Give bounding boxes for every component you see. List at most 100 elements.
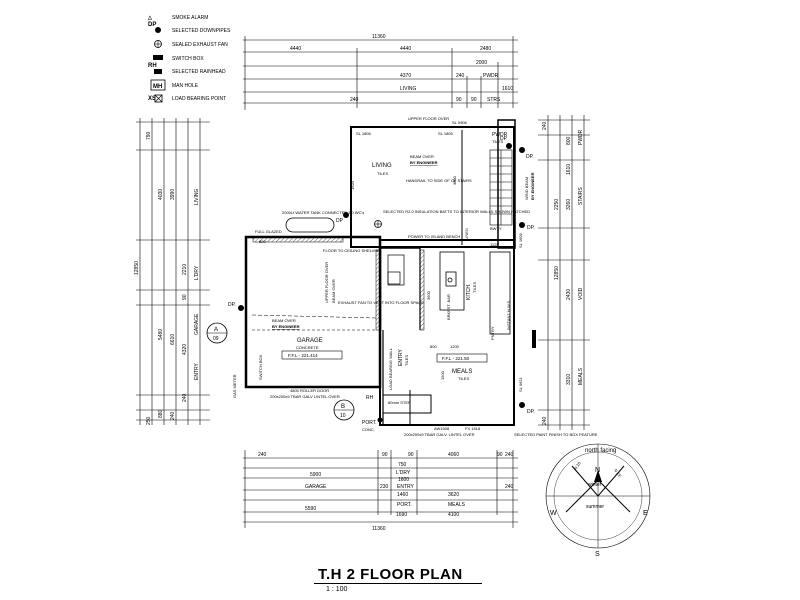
dim-text: 90 [408, 452, 414, 458]
note-text: FULL GLAZED [255, 229, 282, 234]
dim-text: 230 [380, 484, 389, 490]
dim-text: 240 [258, 452, 267, 458]
room-meals-label: MEALS [452, 369, 472, 375]
compass-e: E [643, 510, 648, 517]
dim-text: 4370 [400, 73, 411, 79]
beam-line [251, 314, 377, 319]
note-text: SL 0621 [518, 376, 523, 392]
dim-text: 800 [566, 136, 572, 145]
dim-text: 240 [350, 97, 359, 103]
note-text: 800 [430, 344, 437, 349]
note-text: LOAD BEARING WALL [388, 347, 393, 390]
note-text: SELECTED R2.0 INSULATION BATTS TO INTERI… [383, 209, 530, 214]
legend-sym-dp: DP [148, 22, 156, 28]
note-text: GAS METER [232, 374, 237, 398]
dim-text: 5480 [158, 329, 164, 340]
notes: UPPER FLOOR OVER SL 0906 SL 1806 SL 1805… [232, 116, 598, 437]
dim-label: L'DRY [194, 265, 200, 280]
compass-ne: N EE [613, 468, 623, 479]
insulated-walls [252, 236, 425, 331]
legend-label: SMOKE ALARM [172, 15, 208, 21]
legend-rainhead-item: RH SELECTED RAINHEAD [148, 63, 226, 75]
dim-label: STRS [487, 97, 501, 103]
dim-label: STAIRS [578, 187, 584, 205]
dp-label: DP [500, 136, 508, 142]
dp-label: DP [336, 218, 344, 224]
note-text: FX 1518 [465, 426, 481, 431]
legend-switchbox-item: SWITCH BOX [153, 55, 204, 62]
note-text: BY ENGINEER [530, 172, 535, 200]
downpipe-icon [377, 417, 383, 423]
note-text: SL 1805 [438, 131, 454, 136]
dim-overall-bottom: 11360 [372, 526, 386, 532]
dim-label: ENTRY [194, 362, 200, 380]
note-text: UPPER FLOOR OVER [408, 116, 449, 121]
room-entry-label: ENTRY [398, 348, 404, 366]
compass-nw: N 20 [573, 460, 582, 470]
dim-text: 5590 [305, 506, 316, 512]
legend-sym-rh: RH [148, 63, 157, 69]
note-text: BY ENGINEER [272, 324, 300, 329]
section-num: 10 [340, 413, 346, 419]
room-labels: LIVING TILES PWDR TILES GARAGE CONCRETE … [281, 132, 508, 432]
compass-s: S [595, 551, 600, 558]
dim-overall-right: 12850 [554, 266, 560, 280]
dim-text: 240 [505, 484, 514, 490]
legend-label: SELECTED DOWNPIPES [172, 28, 231, 34]
note-text: PNTRY [490, 326, 495, 340]
dim-text: 3310 [566, 374, 572, 385]
note-text: BY ENGINEER [410, 160, 438, 165]
downpipe-icon [519, 222, 525, 228]
dim-text: 4060 [448, 452, 459, 458]
dim-label: PWDR [483, 73, 499, 79]
dim-text: 240 [456, 73, 465, 79]
dim-text: 2480 [480, 46, 491, 52]
note-text: 3800 [452, 175, 457, 185]
legend-loadpoint-item: XS LOAD BEARING POINT [148, 94, 226, 103]
dim-text: 2250 [554, 199, 560, 210]
right-dimensions [538, 115, 590, 430]
left-dimension-text: 12850 790 4030 3990 2210 90 5480 6610 43… [134, 131, 200, 425]
feature-box [532, 330, 536, 348]
legend-manhole-item: MH MAN HOLE [150, 79, 199, 91]
title-underline [314, 583, 482, 584]
garage-ffl-box [281, 350, 343, 360]
room-sub: CONC. [362, 427, 375, 432]
right-dimension-text: 12850 240 800 1610 3260 2250 2430 3310 2… [542, 121, 584, 425]
dim-text: 250 [146, 416, 152, 425]
bottom-dimensions [243, 450, 518, 528]
dim-label: VOID [578, 287, 584, 300]
exhaust-fan-icon [374, 220, 382, 228]
dim-text: 240 [182, 393, 188, 402]
top-dimensions [243, 36, 518, 110]
note-text: HANDRAIL TO SIDE OF OF STAIRS [406, 178, 472, 183]
legend-exhaust-item: SEALED EXHAUST FAN [154, 40, 228, 48]
room-sub: TILES [404, 355, 409, 366]
dim-label: MEALS [578, 367, 584, 385]
note-text: BEAM OVER [331, 279, 336, 303]
legend-downpipe-item: DP SELECTED DOWNPIPES [148, 22, 231, 34]
room-sub: TILES [377, 171, 388, 176]
dim-text: 90 [497, 452, 503, 458]
note-text: 820 [259, 239, 266, 244]
bottom-dimension-text: 240 90 90 4060 90 240 750 L'DRY 5900 160… [258, 452, 514, 532]
dim-text: 240 [170, 411, 176, 420]
note-text: SL 1806 [356, 131, 372, 136]
legend-smoke-alarm-item: △ SMOKE ALARM [147, 15, 208, 21]
note-text: BEAM OVER [410, 154, 434, 159]
dim-text: 90 [182, 294, 188, 300]
note-text: 3600 [426, 290, 431, 300]
rainhead-icon [154, 69, 162, 74]
dim-text: 1460 [397, 492, 408, 498]
note-text: BEAM OVER [272, 318, 296, 323]
dim-text: 90 [382, 452, 388, 458]
room-sub: CONCRETE [296, 345, 319, 350]
dim-text: 3620 [448, 492, 459, 498]
legend-label: SELECTED RAINHEAD [172, 69, 226, 75]
note-text: 200x200x9 TBAR GALV LINTEL OVER [270, 394, 340, 399]
dim-label: PORT. [397, 502, 412, 508]
note-text: FLOOR TO CEILING SHELVING [323, 248, 381, 253]
dim-label: L'DRY [396, 470, 411, 476]
dim-text: 1610 [502, 86, 513, 92]
dp-label: DP. [527, 409, 535, 415]
